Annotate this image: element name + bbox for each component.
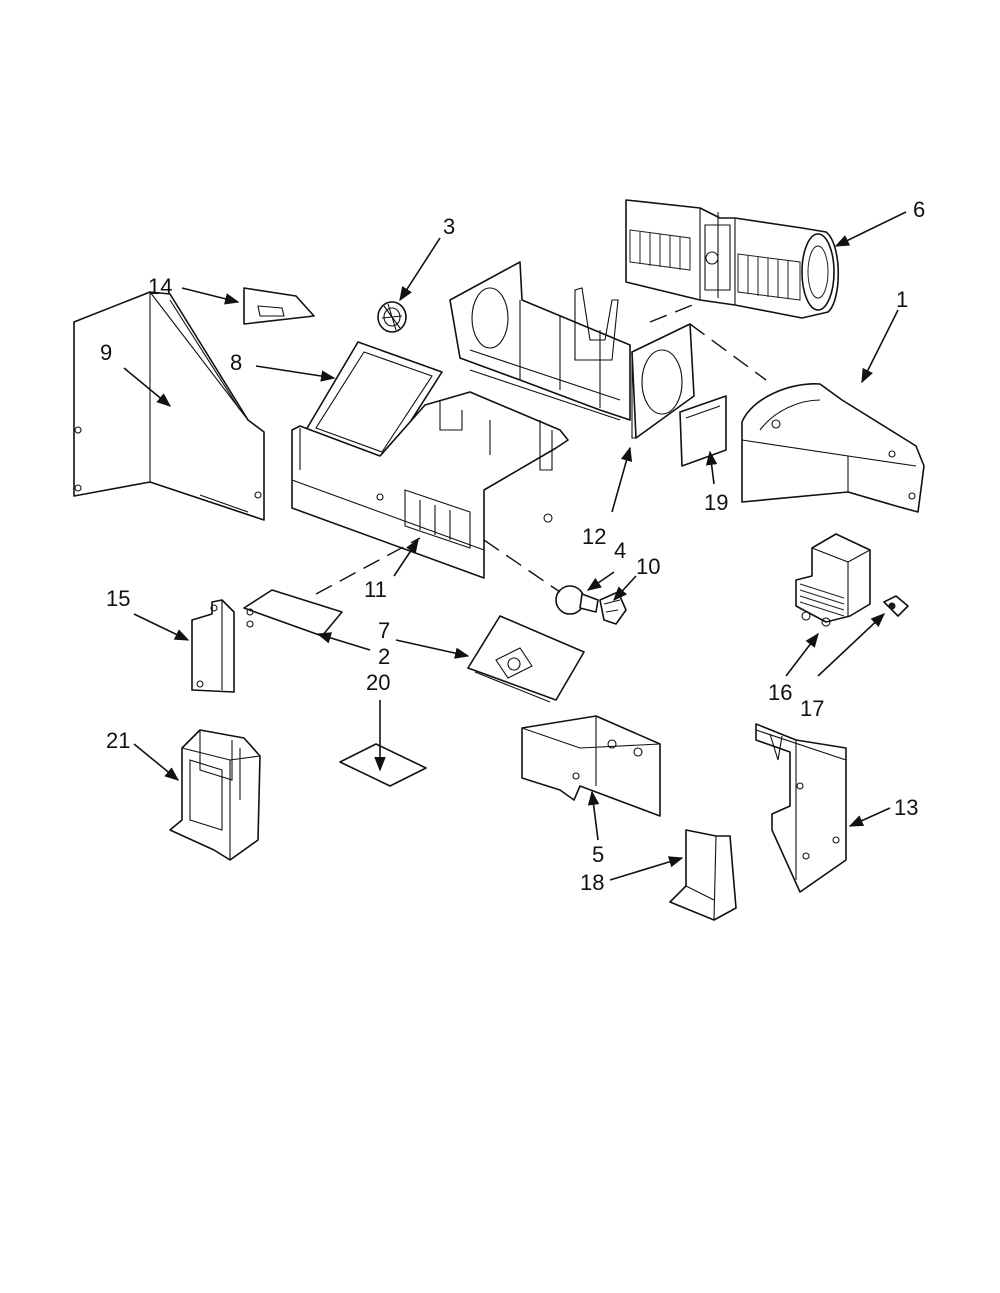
callout-16: 16 xyxy=(768,680,792,705)
callout-8: 8 xyxy=(230,350,242,375)
callout-20: 20 xyxy=(366,670,390,695)
part-4-lamp-bulb xyxy=(555,585,599,615)
part-5-mounting-bracket xyxy=(521,715,661,817)
callout-4: 4 xyxy=(614,538,626,563)
part-2-panel xyxy=(243,589,343,637)
callout-labels: 1 2 3 4 5 6 7 8 9 10 11 12 13 14 15 16 1… xyxy=(100,197,925,895)
part-13-side-bracket xyxy=(755,723,847,893)
part-7-base-plate xyxy=(467,615,585,703)
callout-21: 21 xyxy=(106,728,130,753)
callout-5: 5 xyxy=(592,842,604,867)
callout-1: 1 xyxy=(896,287,908,312)
part-1-air-duct xyxy=(741,383,925,513)
part-20-label xyxy=(339,743,427,787)
part-18-duct-piece xyxy=(669,829,737,921)
callout-18: 18 xyxy=(580,870,604,895)
callout-7: 7 xyxy=(378,618,390,643)
callout-14: 14 xyxy=(148,274,172,299)
part-19-plate xyxy=(679,395,727,467)
callout-19: 19 xyxy=(704,490,728,515)
part-3-knob xyxy=(377,301,407,333)
part-17-fuse xyxy=(883,595,909,617)
cavity-base xyxy=(291,391,569,579)
callout-11: 11 xyxy=(364,577,387,602)
leader-lines xyxy=(123,211,907,881)
callout-6: 6 xyxy=(913,197,925,222)
callout-9: 9 xyxy=(100,340,112,365)
part-10-lamp-socket xyxy=(599,591,627,625)
part-21-box-bracket xyxy=(169,729,261,861)
part-6-blower-assembly xyxy=(625,199,840,319)
cavity-rear-frame xyxy=(449,261,631,421)
part-14-cover-plate xyxy=(243,287,315,325)
callout-2: 2 xyxy=(378,644,390,669)
callout-17: 17 xyxy=(800,696,824,721)
assembly-lines xyxy=(315,301,767,595)
part-16-transformer xyxy=(795,533,871,627)
callout-15: 15 xyxy=(106,586,130,611)
part-15-bracket xyxy=(191,599,235,693)
callout-3: 3 xyxy=(443,214,455,239)
part-12-fan-bracket xyxy=(631,323,695,439)
callout-13: 13 xyxy=(894,795,918,820)
callout-12: 12 xyxy=(582,524,606,549)
callout-10: 10 xyxy=(636,554,660,579)
